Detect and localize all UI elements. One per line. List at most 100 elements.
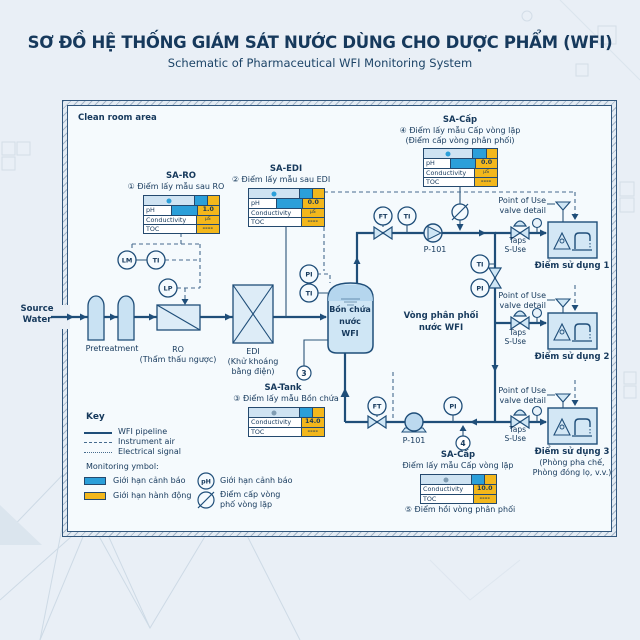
ti-supply-instrument-label: TI (404, 213, 411, 221)
pi-tank-instrument-label: PI (305, 271, 312, 279)
loop-label-line1: Vòng phân phối (403, 311, 479, 321)
supply-pump-label: P-101 (423, 245, 447, 254)
pou3-detail: Point of Use valve detail (498, 386, 546, 405)
key-supply-label2: phố vòng lặp (220, 500, 273, 509)
ph-symbol-icon: pH (201, 479, 211, 486)
pi-return-instrument-label: PI (449, 403, 456, 411)
pou3-sub1: (Phòng pha chế, (539, 458, 605, 467)
return-pump (401, 412, 427, 433)
marker-4: 4 (460, 439, 465, 448)
sample-dot-icon (271, 410, 277, 416)
loop-valve (487, 267, 503, 289)
pou2-valve (510, 310, 530, 331)
tank-label-line1: Bồn chứa (329, 305, 371, 314)
action-swatch (207, 196, 219, 206)
return-valve (367, 414, 387, 430)
tank-label-line2: nước (339, 317, 361, 326)
ro-unit (156, 304, 201, 331)
key-action-label: Giới hạn hành động (113, 491, 192, 500)
key-monitoring-title: Monitoring ymbol: (86, 462, 159, 471)
key-ph-label: Giới hạn cảnh báo (220, 476, 293, 485)
tap-icons-1 (553, 231, 592, 251)
action-swatch (312, 189, 324, 199)
electrical-line-sample (84, 452, 112, 453)
ft-supply-instrument-label: FT (379, 213, 388, 221)
loop-label-line2: nước WFI (418, 323, 464, 333)
pou1-label: Điểm sử dụng 1 (534, 261, 610, 271)
warning-color-swatch (84, 477, 106, 485)
wfi-storage-tank (327, 282, 374, 354)
pou1-valve (510, 220, 530, 241)
action-swatch (485, 149, 497, 159)
key-warning-label: Giới hạn cảnh báo (113, 476, 186, 485)
pretreatment-columns (87, 295, 135, 341)
pou3-sub2: Phòng đóng lọ, v.v.) (532, 468, 612, 477)
flow-arrows (67, 214, 579, 431)
ft-return-instrument-label: FT (373, 403, 382, 411)
valves (367, 220, 530, 430)
key-electrical-label: Electrical signal (118, 447, 181, 456)
ro-sublabel: (Thẩm thấu ngược) (139, 355, 217, 364)
sa-ro-label: ① Điểm lấy mẫu sau RO (127, 182, 225, 191)
edi-sublabel1: (Khử khoáng (227, 357, 279, 366)
loop-supply-point-icon (451, 203, 469, 221)
pou3-taps: Taps (509, 425, 526, 434)
source-water-line1: Source (20, 304, 54, 314)
sample-dot-icon (443, 477, 449, 483)
water-level-icon (341, 298, 360, 306)
instrument-air-line-sample (84, 442, 112, 443)
warning-swatch (470, 475, 485, 485)
ro-label: RO (172, 345, 184, 354)
warning-swatch (298, 408, 313, 418)
clean-room-wall (62, 100, 617, 537)
pretreatment-label: Pretreatment (85, 344, 139, 353)
pou2-suse: S-Use (504, 337, 526, 346)
sa-edi-title: SA-EDI (269, 164, 303, 174)
pou2-detail: Point of Use valve detail (498, 291, 546, 310)
key-symbols: pH (197, 472, 215, 509)
return-pump-label: P-101 (402, 436, 426, 445)
source-water-line2: Water (22, 315, 52, 325)
page-title: SƠ ĐỒ HỆ THỐNG GIÁM SÁT NƯỚC DÙNG CHO DƯ… (27, 33, 613, 52)
point-of-use-boxes (547, 221, 598, 445)
key-title: Key (86, 412, 105, 422)
sa-tank-title: SA-Tank (264, 383, 302, 393)
sample-markers: 3 4 (296, 365, 471, 451)
tap-icons-2 (553, 322, 592, 342)
action-swatch (312, 408, 324, 418)
sa-cap-return-footer: ⑤ Điểm hồi vòng phân phối (404, 505, 516, 514)
action-color-swatch (84, 492, 106, 500)
supply-pump (423, 223, 443, 243)
edi-sublabel2: bằng điện) (231, 367, 275, 376)
marker-3: 3 (301, 369, 306, 378)
page-subtitle: Schematic of Pharmaceutical WFI Monitori… (167, 56, 473, 70)
sa-cap-return-label: Điểm lấy mẫu Cấp vòng lặp (402, 461, 514, 470)
instrument-signal-lines (131, 191, 576, 420)
pou2-taps: Taps (509, 328, 526, 337)
corner-flourish (0, 505, 42, 545)
sa-cap-supply-label2: (Điểm cấp vòng phân phối) (405, 136, 515, 145)
pou1-taps: Taps (509, 236, 526, 245)
lm-instrument-label: LM (122, 257, 133, 265)
ti-tank-instrument-label: TI (306, 290, 313, 298)
sa-cap-supply-label: ④ Điểm lấy mẫu Cấp vòng lặp (399, 126, 521, 135)
sample-dot-icon (271, 191, 277, 197)
ti-ro-instrument-label: TI (153, 257, 160, 265)
lp-instrument-label: LP (164, 285, 173, 293)
key-supply-label1: Điểm cấp vòng (220, 490, 281, 499)
instrument-bubbles: LM TI LP PI TI FT TI TI PI FT PI (117, 206, 490, 416)
pou2-label: Điểm sử dụng 2 (534, 352, 610, 362)
sa-cap-return-title: SA-Cấp (440, 450, 476, 460)
sa-edi-label: ② Điểm lấy mẫu sau EDI (231, 175, 331, 184)
key-pipeline-label: WFI pipeline (118, 427, 168, 436)
sa-tank-label: ③ Điểm lấy mẫu Bồn chứa (233, 394, 339, 403)
pou1-detail: Point of Use valve detail (498, 196, 546, 215)
pou1-suse: S-Use (504, 245, 526, 254)
